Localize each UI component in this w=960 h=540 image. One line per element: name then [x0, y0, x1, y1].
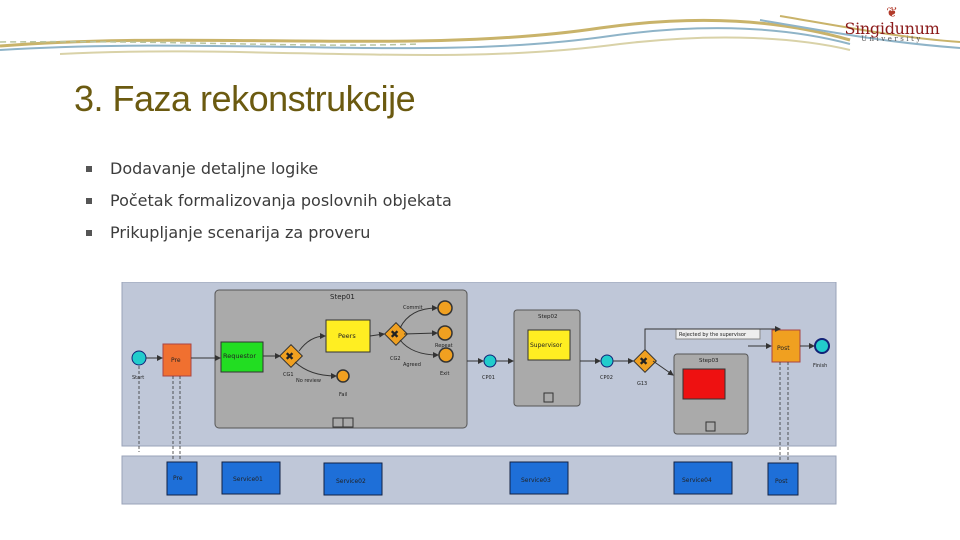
cp02-label: CP02 [600, 375, 613, 381]
bullet-square-icon [86, 166, 92, 172]
service-pre-task [166, 461, 198, 496]
collapse-marker-icon [705, 421, 716, 432]
message-flows [138, 362, 789, 460]
repeat-label: Repeat [435, 343, 453, 349]
sequence-flows [146, 305, 815, 379]
gateway-cg2-icon [383, 321, 409, 347]
bullet-list: Dodavanje detaljne logike Početak formal… [86, 157, 452, 253]
service03-task [509, 461, 569, 495]
exit-label: Exit [440, 371, 450, 377]
exit-event-icon [438, 347, 454, 363]
bullet-item: Početak formalizovanja poslovnih objekat… [86, 189, 452, 221]
supervisor-task [527, 329, 571, 361]
bullet-square-icon [86, 230, 92, 236]
repeat-event-icon [437, 325, 453, 341]
bullet-item: Dodavanje detaljne logike [86, 157, 452, 189]
requestor-task [220, 341, 264, 373]
collapse-marker-icon [543, 392, 554, 403]
slide-title: 3. Faza rekonstrukcije [74, 78, 416, 119]
post-task [771, 329, 801, 363]
start-event-icon [131, 350, 147, 366]
requestor-task-label: Requestor [223, 352, 256, 360]
bullet-square-icon [86, 198, 92, 204]
gateway-x-icon: ✖ [639, 355, 648, 368]
fail-label: Fail [339, 392, 347, 398]
logo-name: Singidunum [844, 19, 940, 38]
gateway-cg1-icon [278, 343, 304, 369]
bullet-text: Dodavanje detaljne logike [110, 159, 319, 178]
service04-label: Service04 [682, 477, 712, 484]
rejected-label: Rejected by the supervisor [679, 332, 747, 338]
cp02-event-icon [600, 354, 614, 368]
bullet-text: Prikupljanje scenarija za proveru [110, 223, 371, 242]
service02-label: Service02 [336, 478, 366, 485]
bpmn-process-diagram: Step01 Start Pre Requestor ✖ CG1 No revi… [121, 282, 837, 505]
service01-task [221, 461, 281, 495]
step03-label: Step03 [699, 358, 719, 364]
pre-task [162, 343, 192, 377]
no-review-label: No review [296, 378, 321, 384]
finish-label: Finish [813, 363, 827, 369]
gateway-x-icon: ✖ [285, 350, 294, 363]
bullet-text: Početak formalizovanja poslovnih objekat… [110, 191, 452, 210]
logo-emblem-icon: ❦ [886, 5, 898, 21]
commit-label: Commit [403, 305, 423, 311]
header-swoosh-decoration [0, 15, 960, 57]
bullet-item: Prikupljanje scenarija za proveru [86, 221, 452, 253]
cp01-label: CP01 [482, 375, 495, 381]
agreed-label: Agreed [403, 362, 421, 368]
gateway-x-icon: ✖ [390, 328, 399, 341]
commit-event-icon [437, 300, 453, 316]
post-task-label: Post [777, 345, 790, 352]
service04-task [673, 461, 733, 495]
service-post-label: Post [775, 478, 788, 485]
step02-label: Step02 [538, 314, 558, 320]
supervisor-task-label: Supervisor [530, 342, 563, 349]
university-logo: ❦ Singidunum University [842, 6, 942, 43]
peers-task-label: Peers [338, 332, 356, 340]
start-label: Start [132, 375, 144, 381]
red-task [682, 368, 726, 400]
cg1-label: CG1 [283, 372, 294, 378]
logo-subtitle: University [861, 35, 923, 43]
finish-event-icon [814, 338, 830, 354]
fail-event-icon [336, 369, 350, 383]
cg2-label: CG2 [390, 356, 401, 362]
service02-task [323, 462, 383, 496]
pre-task-label: Pre [171, 357, 181, 364]
g13-label: G13 [637, 381, 647, 387]
step01-label: Step01 [330, 293, 355, 301]
service-pre-label: Pre [173, 475, 183, 482]
cp01-event-icon [483, 354, 497, 368]
collapse-marker-icon [342, 417, 354, 428]
service01-label: Service01 [233, 476, 263, 483]
service03-label: Service03 [521, 477, 551, 484]
gateway-g13-icon [632, 348, 658, 374]
peers-task [325, 319, 371, 353]
service-post-task [767, 462, 799, 496]
